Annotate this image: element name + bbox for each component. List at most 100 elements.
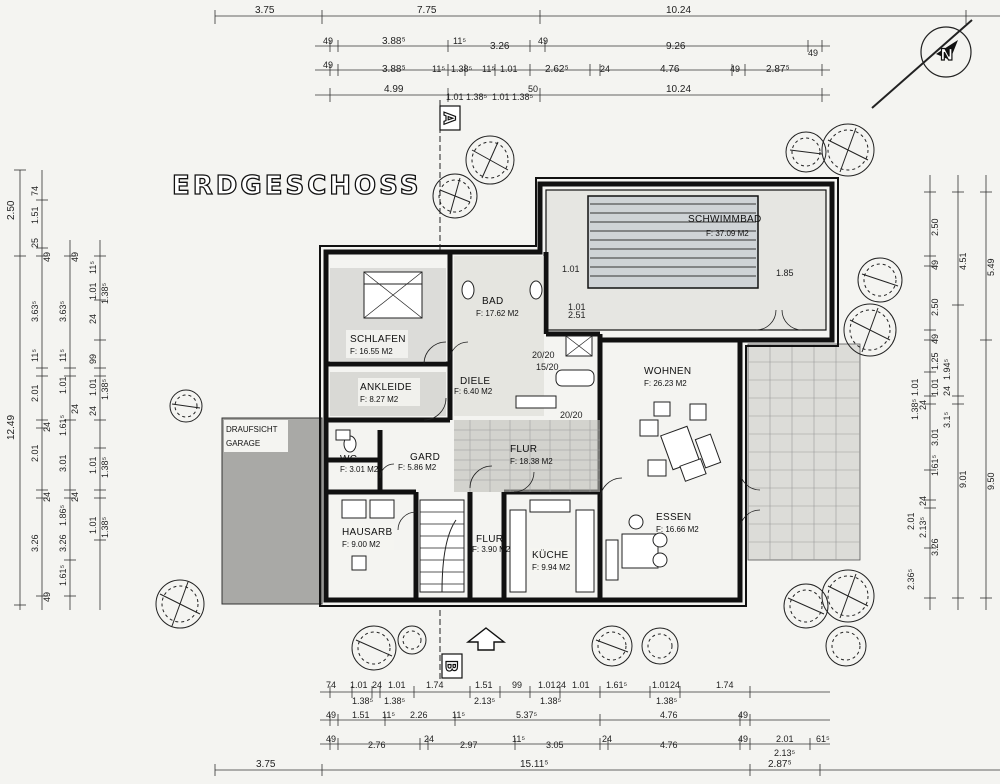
- room-area-wc: F: 3.01 M2: [340, 465, 379, 474]
- dim-left-c3-1: 3.63⁵: [58, 300, 68, 322]
- tree-icon: [857, 257, 903, 303]
- dim-right-c1-11: 2.13⁵: [918, 516, 928, 538]
- dim-top-r2-1: 3.88⁵: [382, 36, 406, 47]
- dim-bot-r4-2: 2.87⁵: [768, 759, 792, 770]
- dim-bot-r3-2: 24: [424, 734, 434, 744]
- dim-left-c1-1: 12.49: [6, 415, 17, 440]
- utility-fixtures: [335, 429, 395, 571]
- room-name-diele: DIELE: [460, 376, 490, 387]
- dim-bot-r3-11: 61⁵: [816, 734, 830, 744]
- inner-dim-2: 1.01: [568, 302, 586, 312]
- room-area-schlafen: F: 16.55 M2: [350, 347, 393, 356]
- dim-bot-r2-5: 5.37⁵: [516, 710, 538, 720]
- dim-right-c2-2: 24: [942, 386, 952, 396]
- dim-left-c2-5: 11⁵: [30, 349, 40, 362]
- dim-bot-r1-11: 1.01: [652, 680, 670, 690]
- dim-bot-r2-0: 49: [326, 710, 336, 720]
- dim-top-r1-2: 10.24: [666, 5, 691, 16]
- dim-top-r3-1: 3.88⁵: [382, 64, 406, 75]
- dim-bot-r1b-2: 2.13⁵: [474, 696, 496, 706]
- dim-bot-r2-4: 11⁵: [452, 710, 465, 720]
- room-area-gard: F: 5.86 M2: [398, 463, 437, 472]
- dim-left-c2-8: 2.01: [30, 444, 40, 462]
- dim-left-c3-6: 3.01: [58, 454, 68, 472]
- dim-top-r2-4: 49: [538, 36, 548, 46]
- dim-bot-r1-3: 1.01: [388, 680, 406, 690]
- tree-icon: [641, 627, 679, 665]
- terrace: [747, 343, 861, 561]
- dim-left-c2-2: 25: [30, 238, 40, 248]
- room-area-kueche: F: 9.94 M2: [532, 563, 571, 572]
- dim-left-c2-3: 49: [42, 252, 52, 262]
- dim-left-c3-2: 11⁵: [58, 349, 68, 362]
- room-name-hausarb: HAUSARB: [342, 527, 392, 538]
- tree-icon: [169, 389, 203, 423]
- dim-bot-r2-7: 49: [738, 710, 748, 720]
- doors: [379, 309, 803, 531]
- tree-icon: [821, 569, 875, 623]
- dim-bot-r4-1: 15.11⁵: [520, 759, 548, 770]
- dim-left-c4-9: 1.38⁵: [100, 456, 110, 478]
- inner-dim-4: 20/20: [532, 350, 555, 360]
- living-furniture: [639, 401, 722, 482]
- dim-top-r3-9: 49: [730, 64, 740, 74]
- dim-right-c1-13: 2.36⁵: [906, 568, 916, 590]
- dim-bot-r3-0: 49: [326, 734, 336, 744]
- dim-left-c4-4: 99: [88, 354, 98, 364]
- dim-bot-r1-7: 1.01: [538, 680, 556, 690]
- room-area-schwimmbad: F: 37.09 M2: [706, 229, 749, 238]
- dim-left-c4-0: 11⁵: [88, 261, 98, 274]
- trees: [155, 123, 903, 671]
- dim-left-c1-0: 2.50: [6, 200, 17, 220]
- garage-top-view: DRAUFSICHT GARAGE: [221, 417, 323, 605]
- garage-label-2: GARAGE: [226, 439, 260, 448]
- dim-bot-r1-9: 1.01: [572, 680, 590, 690]
- dim-bot-r1-13: 1.74: [716, 680, 734, 690]
- dim-bot-r1-5: 1.51: [475, 680, 493, 690]
- dim-left-c2-0: 74: [30, 186, 40, 196]
- staircase: [419, 499, 465, 593]
- dim-left-c2-4: 3.63⁵: [30, 300, 40, 322]
- dim-left-c4-10: 1.01: [88, 516, 98, 534]
- dim-left-c3-7: 24: [70, 492, 80, 502]
- dim-right-c2-4: 1.38⁵: [910, 398, 920, 420]
- dim-left-c4-11: 1.38⁵: [100, 516, 110, 538]
- north-arrow-icon: N: [871, 19, 973, 109]
- dim-top-r3-4: 11⁵: [482, 64, 495, 74]
- dim-bot-r3-1: 2.76: [368, 740, 386, 750]
- room-name-kueche: KÜCHE: [532, 549, 569, 561]
- bed-icon: [363, 271, 423, 319]
- dim-bot-r3-3: 2.97: [460, 740, 478, 750]
- dim-left-c4-1: 1.01: [88, 282, 98, 300]
- inner-dim-1: 2.51: [568, 310, 586, 320]
- dim-bot-r1b-1: 1.38⁵: [384, 696, 406, 706]
- room-name-flur: FLUR: [510, 444, 537, 455]
- dim-top-r1-0: 3.75: [255, 5, 275, 16]
- section-marker-b: B: [439, 610, 463, 680]
- dim-bot-r1b-3: 1.38⁵: [540, 696, 562, 706]
- tree-icon: [591, 625, 633, 667]
- dim-top-r3-10: 2.87⁵: [766, 64, 790, 75]
- dim-right-c2-0: 4.51: [958, 252, 968, 270]
- dim-right-c2-6: 9.01: [958, 470, 968, 488]
- section-marker-a: A: [439, 100, 461, 250]
- dim-bot-r3-7: 4.76: [660, 740, 678, 750]
- room-area-ankleide: F: 8.27 M2: [360, 395, 399, 404]
- dim-bot-r1-2: 24: [372, 680, 382, 690]
- inner-dimensions: 1.01 2.51 1.01 1.85 20/20 15/20 20/20: [532, 264, 794, 420]
- dim-top-r4-1: 1.01 1.38⁵: [446, 92, 488, 102]
- dim-right-c1-9: 24: [918, 496, 928, 506]
- dim-left-c3-9: 3.26: [58, 534, 68, 552]
- dim-bot-r4-0: 3.75: [256, 759, 276, 770]
- dim-top-r3-6: 2.62⁵: [545, 64, 569, 75]
- dim-right-c1-0: 2.50: [930, 218, 940, 236]
- dim-bot-r3-4: 11⁵: [512, 734, 525, 744]
- dim-right-c2-5: 3.1⁵: [942, 411, 952, 428]
- dim-top-r3-3: 1.38⁵: [451, 64, 473, 74]
- dim-left-c3-0: 49: [70, 252, 80, 262]
- dim-right-c1-12: 3.26: [930, 538, 940, 556]
- dim-bot-r1-8: 24: [556, 680, 566, 690]
- room-name-essen: ESSEN: [656, 512, 691, 523]
- dimension-right: 2.50 49 2.50 49 1.25 1.01 24 3.01 1.61⁵ …: [906, 175, 996, 610]
- north-label: N: [940, 45, 953, 64]
